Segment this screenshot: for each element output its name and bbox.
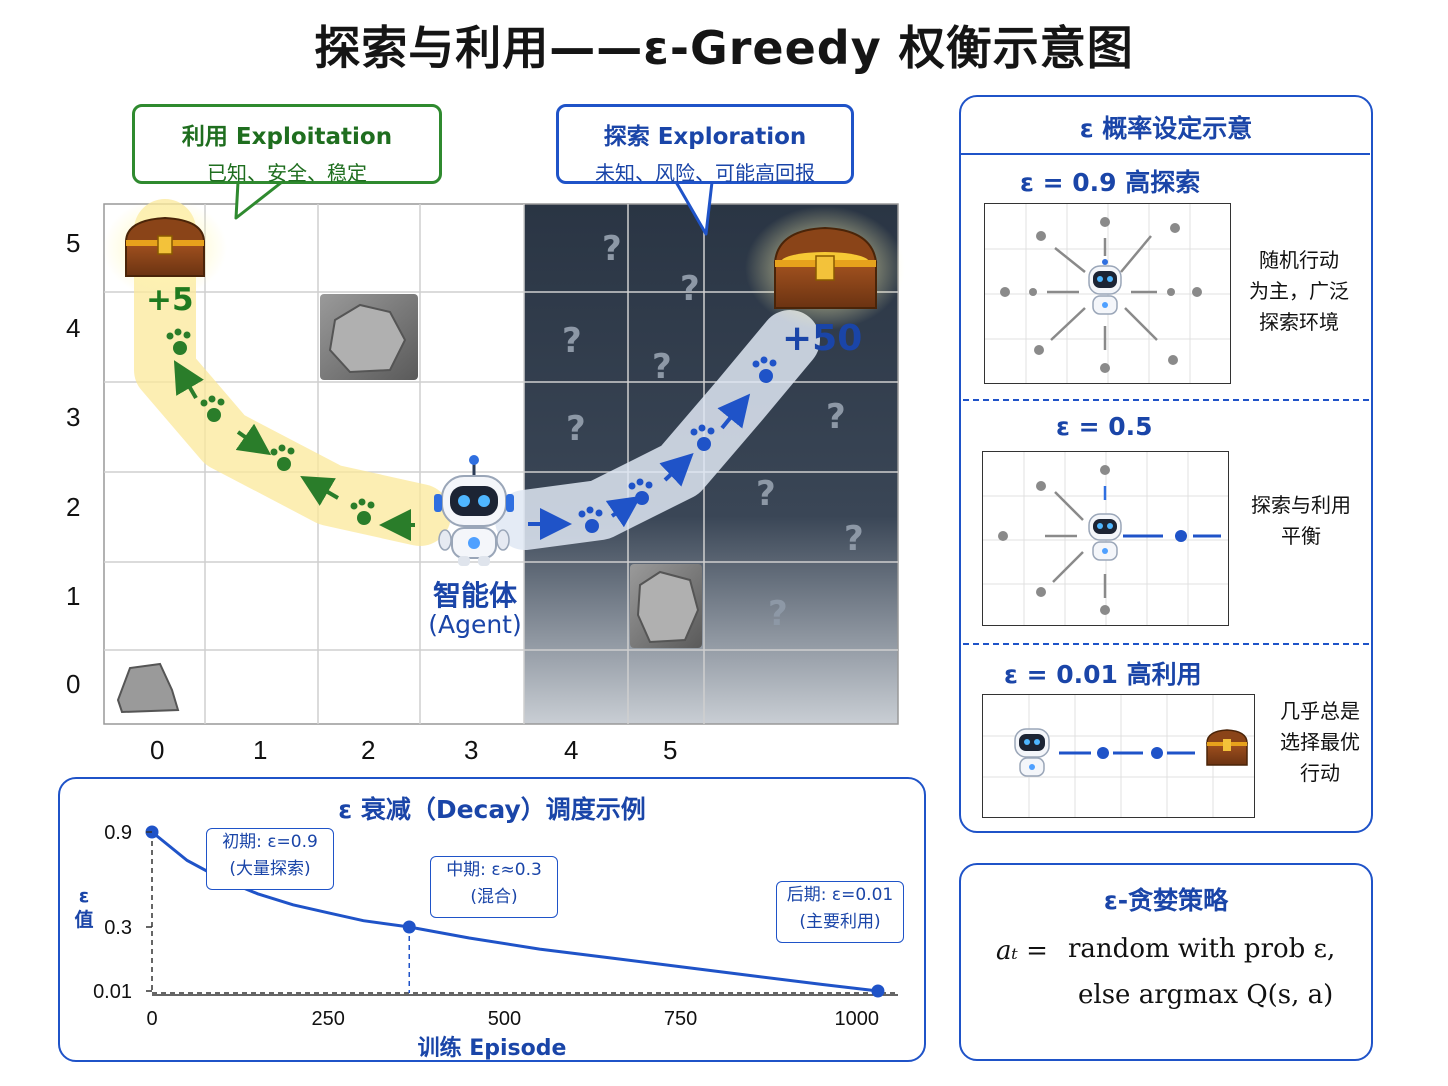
- decay-x-tick: 250: [312, 1008, 345, 1030]
- agent-label-en: (Agent): [428, 610, 522, 639]
- decay-note-mid: 中期: ε≈0.3(混合): [430, 856, 558, 918]
- decay-note-late: 后期: ε=0.01(主要利用): [776, 881, 904, 943]
- eps-case-label: ε = 0.9 高探索: [1020, 168, 1201, 197]
- x-tick: 4: [564, 735, 579, 765]
- formula-line2: else argmax Q(s, a): [1078, 980, 1334, 1010]
- decay-x-tick: 1000: [835, 1008, 880, 1030]
- svg-text:?: ?: [680, 269, 700, 309]
- unknown-marks: ? ? ? ? ? ? ? ? ?: [562, 229, 864, 634]
- mini-grid-high-explore: [984, 203, 1231, 384]
- exploration-subtitle: 未知、风险、可能高回报: [595, 161, 815, 185]
- prob-dividers: [963, 399, 1369, 645]
- agent-label: 智能体: [432, 579, 517, 612]
- paw-print-icon: [166, 328, 375, 525]
- formula-line1: random with prob ε,: [1068, 934, 1336, 964]
- exploit-path-arrows: [173, 360, 415, 541]
- formula-lhs: aₜ =: [996, 936, 1048, 966]
- decay-x-tick: 0: [146, 1008, 157, 1030]
- y-tick: 2: [66, 492, 81, 522]
- epsilon-greedy-policy-panel: ε-贪婪策略: [959, 863, 1373, 1061]
- svg-text:?: ?: [562, 321, 582, 361]
- mini-grid-high-exploit: [982, 694, 1255, 818]
- callout-tail-explore: [674, 181, 714, 236]
- decay-y-tick: 0.9: [104, 822, 132, 844]
- mini-grid-balanced: [982, 451, 1229, 626]
- x-tick: 1: [253, 735, 268, 765]
- eps-case-desc: 随机行动 为主，广泛 探索环境: [1249, 248, 1349, 334]
- small-rock: [116, 662, 180, 714]
- explore-path-arrows: [528, 393, 751, 540]
- svg-text:?: ?: [844, 519, 864, 559]
- eps-case-desc: 探索与利用 平衡: [1251, 493, 1351, 548]
- decay-marker: [871, 984, 885, 998]
- robot-agent-icon: [434, 455, 514, 566]
- exploration-title: 探索 Exploration: [603, 124, 807, 150]
- decay-note-early: 初期: ε=0.9(大量探索): [206, 828, 334, 890]
- decay-xlabel: 训练 Episode: [417, 1036, 567, 1061]
- decay-title: ε 衰减（Decay）调度示例: [338, 795, 646, 824]
- x-tick: 0: [150, 735, 165, 765]
- callout-tail-exploit: [234, 180, 283, 220]
- policy-title: ε-贪婪策略: [1103, 886, 1229, 915]
- paw-print-icon: [578, 356, 777, 533]
- reward-small: +5: [146, 282, 194, 318]
- svg-text:?: ?: [768, 594, 788, 634]
- y-tick: 4: [66, 313, 81, 343]
- reward-big: +50: [782, 318, 863, 359]
- rock-obstacle: [320, 294, 418, 380]
- y-tick: 0: [66, 669, 81, 699]
- prob-panel-title: ε 概率设定示意: [1079, 114, 1253, 143]
- eps-case-label: ε = 0.01 高利用: [1004, 660, 1202, 689]
- decay-x-tick: 500: [488, 1008, 521, 1030]
- rock-obstacle: [630, 564, 702, 648]
- decay-axes: [151, 832, 898, 996]
- grid-world: ? ? ? ? ? ? ? ? ?: [103, 180, 905, 725]
- svg-text:?: ?: [756, 474, 776, 514]
- page-title: 探索与利用——ε-Greedy 权衡示意图: [314, 21, 1134, 75]
- svg-text:?: ?: [602, 229, 622, 269]
- exploration-callout: 探索 Exploration 未知、风险、可能高回报: [556, 104, 854, 185]
- decay-x-tick: 750: [664, 1008, 697, 1030]
- exploitation-title: 利用 Exploitation: [181, 124, 393, 150]
- x-tick: 5: [663, 735, 678, 765]
- x-tick: 2: [361, 735, 376, 765]
- treasure-chest-big-icon: [745, 206, 905, 330]
- y-tick: 5: [66, 228, 81, 258]
- decay-y-tick: 0.01: [93, 981, 132, 1003]
- y-tick: 3: [66, 402, 81, 432]
- eps-case-desc: 几乎总是 选择最优 行动: [1280, 699, 1360, 785]
- svg-text:?: ?: [826, 397, 846, 437]
- exploitation-subtitle: 已知、安全、稳定: [207, 161, 367, 185]
- svg-text:?: ?: [566, 409, 586, 449]
- decay-chart: 0 250 500 750 1000 0.9 0.3 0.01: [93, 822, 898, 1030]
- eps-case-label: ε = 0.5: [1056, 412, 1153, 441]
- x-tick: 3: [464, 735, 479, 765]
- decay-y-tick: 0.3: [104, 917, 132, 939]
- treasure-chest-small-icon: [103, 198, 227, 298]
- svg-text:?: ?: [652, 347, 672, 387]
- exploitation-callout: 利用 Exploitation 已知、安全、稳定: [132, 104, 442, 185]
- decay-ylabel: ε 值 ε值: [74, 885, 94, 931]
- y-tick: 1: [66, 581, 81, 611]
